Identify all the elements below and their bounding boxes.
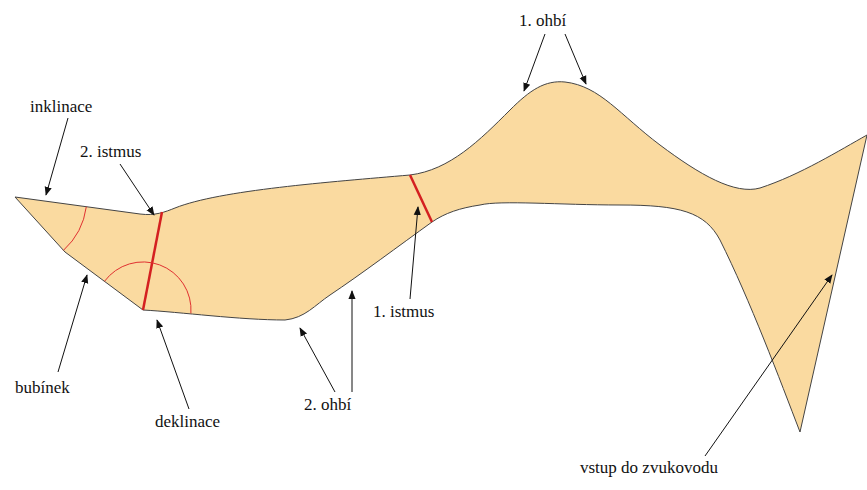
leader-arrow bbox=[410, 207, 418, 299]
angle-arc bbox=[64, 207, 87, 251]
leader-arrow bbox=[120, 164, 154, 215]
part-label: deklinace bbox=[155, 412, 220, 432]
part-label: 2. istmus bbox=[80, 142, 141, 162]
part-label: vstup do zvukovodu bbox=[580, 458, 718, 478]
part-label: 2. ohbí bbox=[304, 395, 351, 415]
leader-arrow bbox=[705, 275, 832, 456]
angle-arc bbox=[105, 262, 192, 313]
part-label: inklinace bbox=[30, 97, 92, 117]
leader-arrow bbox=[565, 34, 586, 84]
ear-canal-shape bbox=[15, 82, 867, 432]
leader-arrow bbox=[157, 320, 189, 409]
leader-arrow bbox=[352, 291, 353, 392]
leader-arrow bbox=[524, 34, 545, 91]
isthmus-line bbox=[143, 212, 162, 310]
part-label: bubínek bbox=[15, 378, 70, 398]
leader-arrow bbox=[300, 328, 335, 392]
leader-arrow bbox=[58, 275, 87, 372]
part-label: 1. ohbí bbox=[519, 11, 566, 31]
isthmus-line bbox=[410, 175, 432, 222]
part-label: 1. istmus bbox=[373, 302, 434, 322]
leader-arrow bbox=[46, 118, 68, 195]
